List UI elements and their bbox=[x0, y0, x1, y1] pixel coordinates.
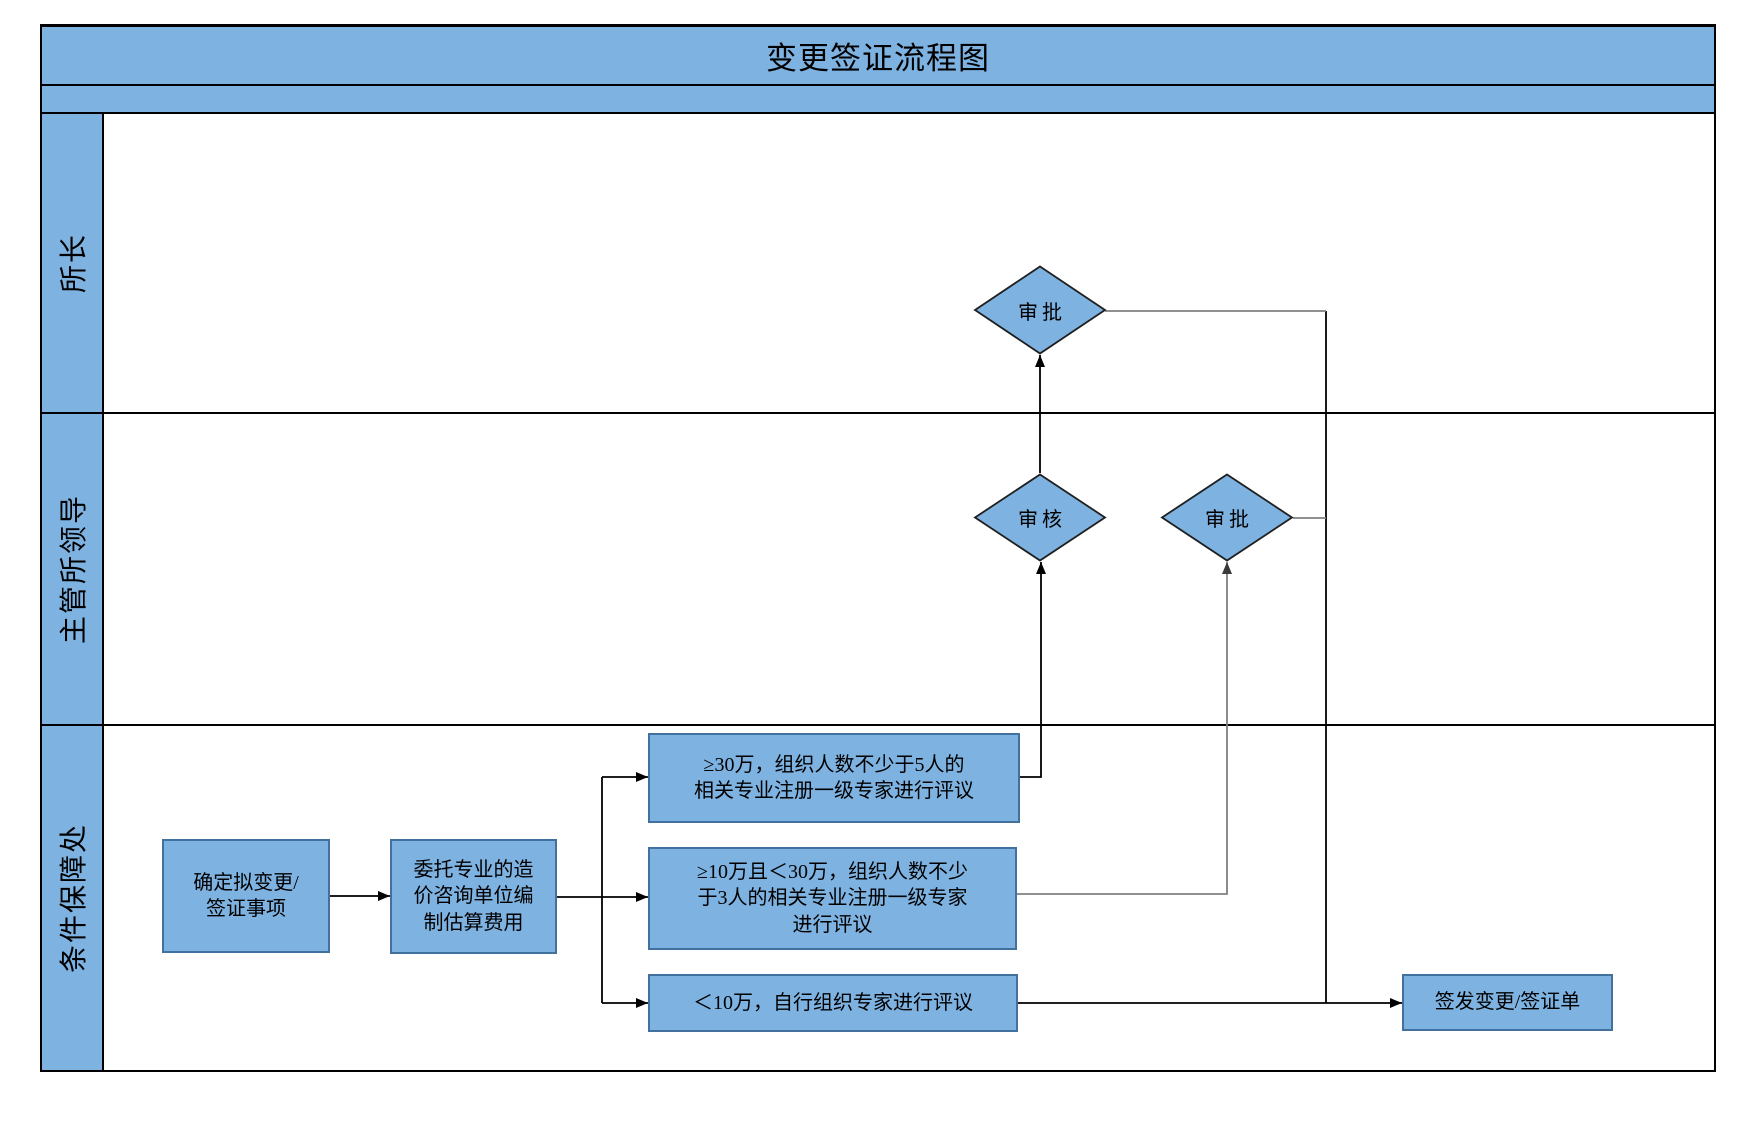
diamond-shape bbox=[973, 265, 1107, 355]
node-entrust-cost-consultant[interactable]: 委托专业的造 价咨询单位编 制估算费用 bbox=[390, 839, 557, 954]
decision-leader-approve[interactable]: 审批 bbox=[1160, 473, 1294, 562]
title-bar: 变更签证流程图 bbox=[42, 27, 1714, 86]
decision-leader-approve-label: 审批 bbox=[1205, 509, 1253, 531]
lane-label-director: 所长 bbox=[42, 114, 104, 412]
lane-body-director bbox=[104, 114, 1714, 412]
chart-title: 变更签证流程图 bbox=[766, 41, 990, 76]
lane-label-supervisor: 主管所领导 bbox=[42, 414, 104, 724]
node-issue-change-order[interactable]: 签发变更/签证单 bbox=[1402, 974, 1613, 1031]
decision-director-approve[interactable]: 审批 bbox=[973, 265, 1107, 355]
decision-review-label: 审核 bbox=[1018, 509, 1066, 531]
connector-expert5-to-review bbox=[1020, 562, 1046, 778]
decision-review[interactable]: 审核 bbox=[973, 473, 1107, 562]
node-ge30w-expert-review[interactable]: ≥30万，组织人数不少于5人的 相关专业注册一级专家进行评议 bbox=[648, 733, 1020, 823]
connector-expert3-to-leader-approve bbox=[1017, 562, 1232, 895]
decision-director-approve-label: 审批 bbox=[1018, 301, 1066, 324]
node-ge10w-lt30w-expert-review[interactable]: ≥10万且＜30万，组织人数不少 于3人的相关专业注册一级专家 进行评议 bbox=[648, 847, 1017, 950]
lane-director: 所长 bbox=[42, 114, 1714, 414]
lane-body-supervisor bbox=[104, 414, 1714, 724]
phase-bar bbox=[42, 86, 1714, 114]
lane-label-support-dept: 条件保障处 bbox=[42, 726, 104, 1070]
lane-supervisor: 主管所领导 bbox=[42, 414, 1714, 726]
node-lt10w-self-review[interactable]: ＜10万，自行组织专家进行评议 bbox=[648, 974, 1018, 1032]
node-determine-change-items[interactable]: 确定拟变更/ 签证事项 bbox=[162, 839, 330, 953]
diamond-shape bbox=[1160, 473, 1294, 562]
diamond-shape bbox=[973, 473, 1107, 562]
